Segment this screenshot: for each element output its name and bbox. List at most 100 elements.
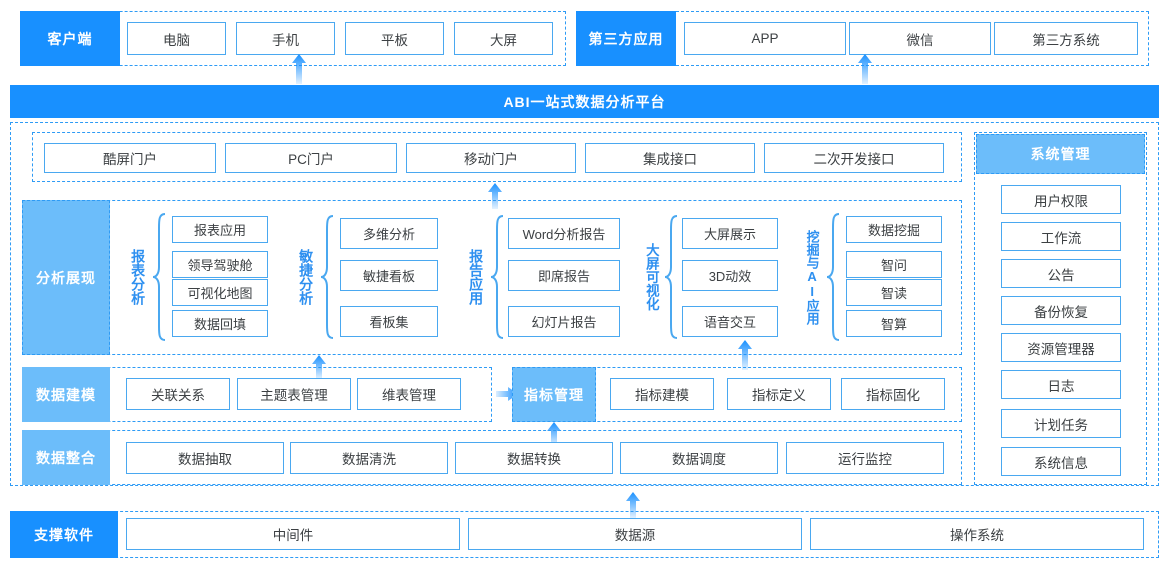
- third-party-item-2-label: 第三方系统: [1032, 32, 1100, 48]
- system-management-item-4-label: 资源管理器: [1027, 341, 1095, 357]
- portal-item-4[interactable]: 二次开发接口: [764, 143, 944, 173]
- modeling-item-2-label: 维表管理: [382, 388, 436, 403]
- analysis-group-4-item-3-label: 智算: [880, 317, 907, 332]
- integration-item-4-label: 运行监控: [838, 452, 892, 467]
- portal-region: [32, 132, 962, 182]
- analysis-group-1-item-1[interactable]: 敏捷看板: [340, 260, 438, 291]
- support-item-0[interactable]: 中间件: [126, 518, 460, 550]
- analysis-group-0-item-1[interactable]: 领导驾驶舱: [172, 251, 268, 278]
- integration-item-1[interactable]: 数据清洗: [290, 442, 448, 474]
- modeling-item-0[interactable]: 关联关系: [126, 378, 230, 410]
- analysis-group-0-item-2-label: 可视化地图: [187, 286, 253, 301]
- portal-item-1-label: PC门户: [288, 152, 334, 167]
- system-management-title: 系统管理: [976, 134, 1145, 174]
- portal-item-1[interactable]: PC门户: [225, 143, 397, 173]
- system-management-item-3[interactable]: 备份恢复: [1001, 296, 1121, 325]
- analysis-group-1-item-1-label: 敏捷看板: [362, 269, 415, 284]
- metric-item-1[interactable]: 指标定义: [727, 378, 831, 410]
- analysis-group-4-item-1-label: 智问: [880, 258, 907, 273]
- analysis-group-2-item-0-label: Word分析报告: [522, 227, 606, 242]
- support-item-0-label: 中间件: [272, 528, 314, 543]
- client-item-3[interactable]: 大屏: [454, 22, 553, 55]
- analysis-group-2-item-1[interactable]: 即席报告: [508, 260, 620, 291]
- client-item-0[interactable]: 电脑: [127, 22, 226, 55]
- system-management-item-3-label: 备份恢复: [1034, 304, 1088, 320]
- arrow-up-icon-client: [291, 54, 307, 84]
- modeling-item-1[interactable]: 主题表管理: [237, 378, 351, 410]
- modeling-item-0-label: 关联关系: [151, 388, 205, 403]
- analysis-group-1-item-0[interactable]: 多维分析: [340, 218, 438, 249]
- integration-item-1-label: 数据清洗: [342, 452, 396, 467]
- analysis-group-2-label: 报告应用: [466, 216, 486, 338]
- third-party-item-1[interactable]: 微信: [849, 22, 991, 55]
- support-label: 支撑软件: [10, 511, 118, 558]
- portal-item-2[interactable]: 移动门户: [406, 143, 576, 173]
- integration-item-3[interactable]: 数据调度: [620, 442, 778, 474]
- analysis-group-4-item-2[interactable]: 智读: [846, 279, 942, 306]
- arrow-up-icon-metric: [546, 422, 562, 446]
- curly-brace-icon-4: [826, 212, 840, 342]
- client-item-3-label: 大屏: [490, 32, 517, 48]
- analysis-group-4-item-2-label: 智读: [880, 286, 907, 301]
- integration-item-2[interactable]: 数据转换: [455, 442, 613, 474]
- analysis-group-2-item-0[interactable]: Word分析报告: [508, 218, 620, 249]
- support-item-2[interactable]: 操作系统: [810, 518, 1144, 550]
- analysis-group-0-item-0[interactable]: 报表应用: [172, 216, 268, 243]
- analysis-group-3-item-2[interactable]: 语音交互: [682, 306, 778, 337]
- client-item-1[interactable]: 手机: [236, 22, 335, 55]
- analysis-group-3-item-1-label: 3D动效: [708, 269, 752, 284]
- analysis-group-0-name: 报表分析: [130, 249, 147, 305]
- metric-item-0[interactable]: 指标建模: [610, 378, 714, 410]
- system-management-item-1[interactable]: 工作流: [1001, 222, 1121, 251]
- modeling-label-text: 数据建模: [36, 386, 96, 403]
- metric-item-1-label: 指标定义: [752, 388, 806, 403]
- third-party-item-1-label: 微信: [906, 32, 934, 48]
- analysis-group-3-item-1[interactable]: 3D动效: [682, 260, 778, 291]
- analysis-group-4-item-0[interactable]: 数据挖掘: [846, 216, 942, 243]
- analysis-group-2-item-2-label: 幻灯片报告: [531, 315, 597, 330]
- analysis-group-0-label: 报表分析: [128, 213, 148, 341]
- system-management-item-4[interactable]: 资源管理器: [1001, 333, 1121, 362]
- curly-brace-icon-1: [320, 214, 334, 340]
- analysis-group-0-item-2[interactable]: 可视化地图: [172, 279, 268, 306]
- analysis-group-0-item-0-label: 报表应用: [193, 223, 246, 238]
- system-management-title-text: 系统管理: [1030, 146, 1091, 162]
- client-row-label-text: 客户端: [47, 30, 93, 47]
- third-party-item-0[interactable]: APP: [684, 22, 846, 55]
- integration-item-4[interactable]: 运行监控: [786, 442, 944, 474]
- analysis-group-3-item-0[interactable]: 大屏展示: [682, 218, 778, 249]
- metric-item-2[interactable]: 指标固化: [841, 378, 945, 410]
- system-management-item-5[interactable]: 日志: [1001, 370, 1121, 399]
- portal-item-2-label: 移动门户: [464, 152, 518, 167]
- analysis-group-0-item-1-label: 领导驾驶舱: [187, 258, 253, 273]
- system-management-item-6[interactable]: 计划任务: [1001, 409, 1121, 438]
- modeling-item-2[interactable]: 维表管理: [357, 378, 461, 410]
- third-party-item-2[interactable]: 第三方系统: [994, 22, 1138, 55]
- analysis-group-2-item-2[interactable]: 幻灯片报告: [508, 306, 620, 337]
- portal-item-0[interactable]: 酷屏门户: [44, 143, 216, 173]
- metric-management-label: 指标管理: [524, 386, 584, 403]
- integration-item-0[interactable]: 数据抽取: [126, 442, 284, 474]
- analysis-group-0-item-3[interactable]: 数据回填: [172, 310, 268, 337]
- portal-item-3[interactable]: 集成接口: [585, 143, 755, 173]
- analysis-group-1-item-2[interactable]: 看板集: [340, 306, 438, 337]
- third-party-item-0-label: APP: [751, 31, 779, 46]
- arrow-up-icon-portal: [487, 183, 503, 209]
- client-item-2[interactable]: 平板: [345, 22, 444, 55]
- support-label-text: 支撑软件: [34, 526, 94, 543]
- analysis-group-4-item-3[interactable]: 智算: [846, 310, 942, 337]
- system-management-item-2[interactable]: 公告: [1001, 259, 1121, 288]
- system-management-item-1-label: 工作流: [1040, 230, 1082, 246]
- metric-management-block[interactable]: 指标管理: [512, 367, 596, 422]
- support-item-1[interactable]: 数据源: [468, 518, 802, 550]
- portal-item-3-label: 集成接口: [643, 152, 697, 167]
- analysis-label-text: 分析展现: [36, 269, 96, 286]
- system-management-item-7[interactable]: 系统信息: [1001, 447, 1121, 476]
- analysis-group-3-label: 大屏可视化: [641, 212, 661, 342]
- system-management-item-0[interactable]: 用户权限: [1001, 185, 1121, 214]
- arrow-up-icon-analysis-right: [737, 340, 753, 370]
- platform-title: ABI一站式数据分析平台: [503, 93, 666, 110]
- portal-item-0-label: 酷屏门户: [103, 152, 157, 167]
- analysis-group-4-item-1[interactable]: 智问: [846, 251, 942, 278]
